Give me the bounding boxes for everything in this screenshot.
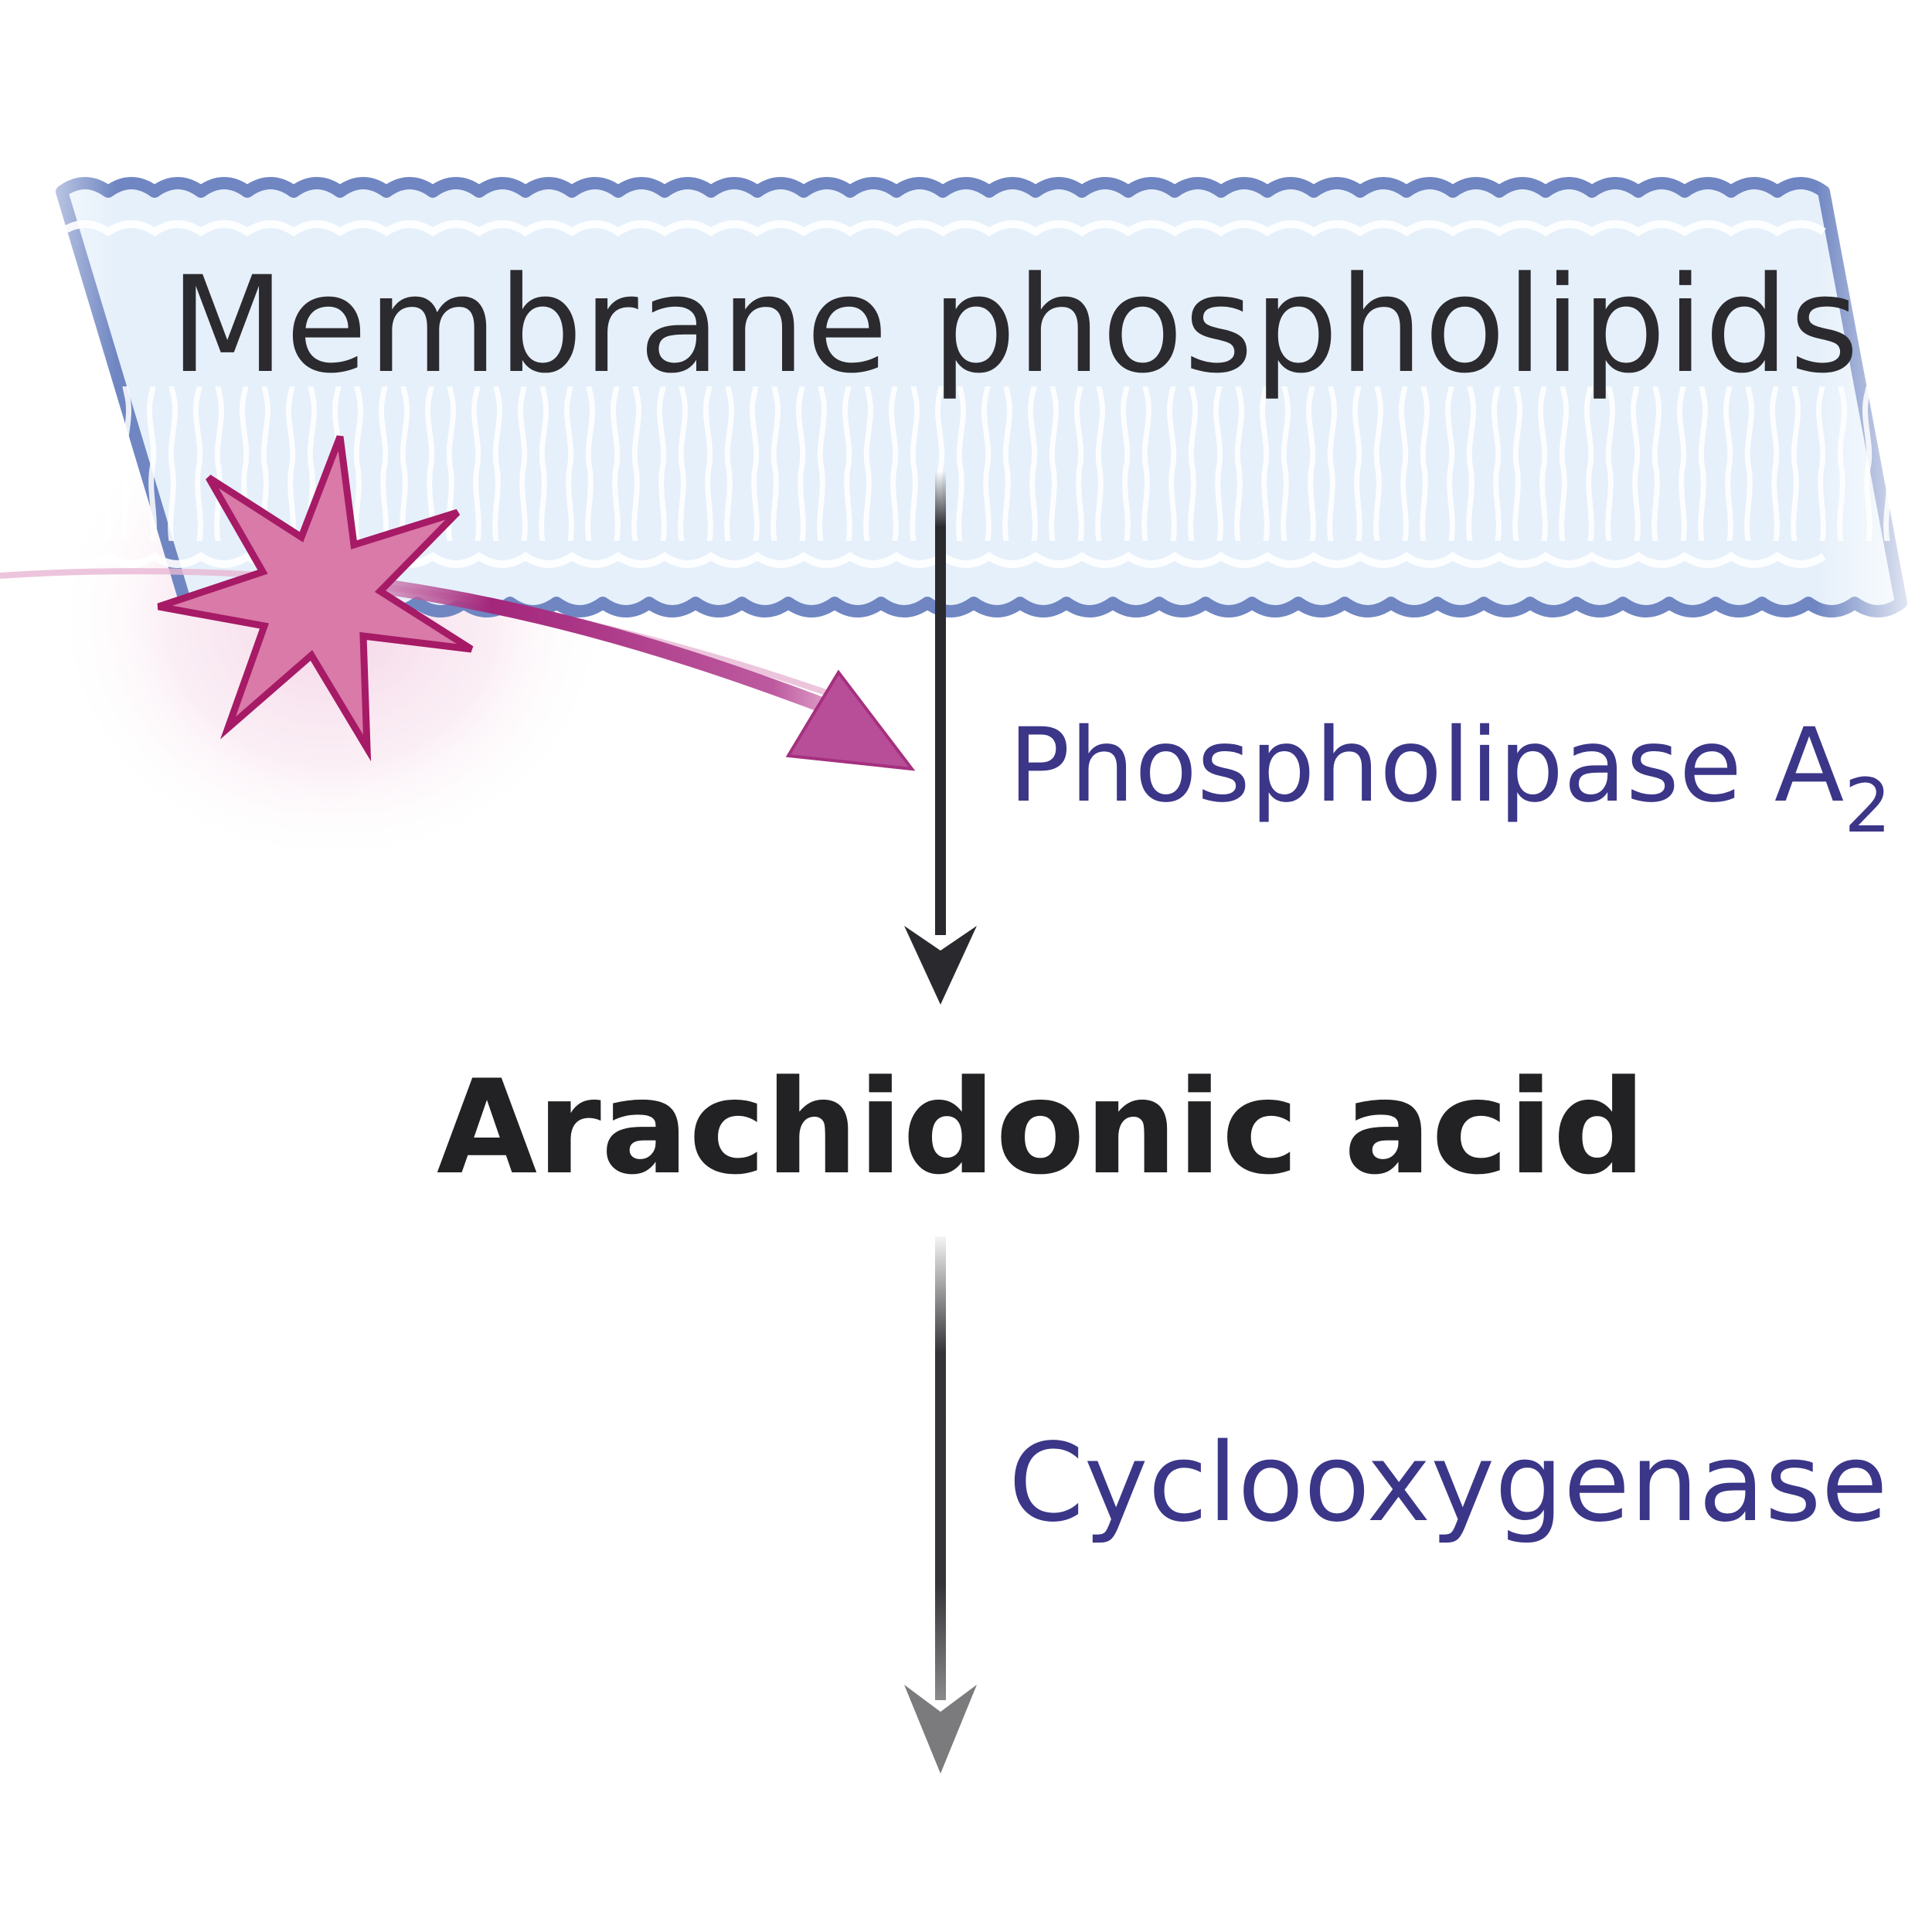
down-arrow-icon [904,1236,977,1774]
product-arachidonic-acid-label: Arachidonic acid [437,1052,1646,1203]
membrane-label: Membrane phospholipids [170,247,1860,403]
enzyme-phospholipase-subscript: 2 [1844,763,1892,849]
enzyme-phospholipase-label: Phospholipase A2 [1009,715,1891,843]
burst-icon [157,435,474,762]
down-arrow-icon [904,471,977,1005]
enzyme-phospholipase-name: Phospholipase A [1009,706,1845,825]
enzyme-cyclooxygenase-label: Cyclooxygenase [1009,1420,1888,1546]
